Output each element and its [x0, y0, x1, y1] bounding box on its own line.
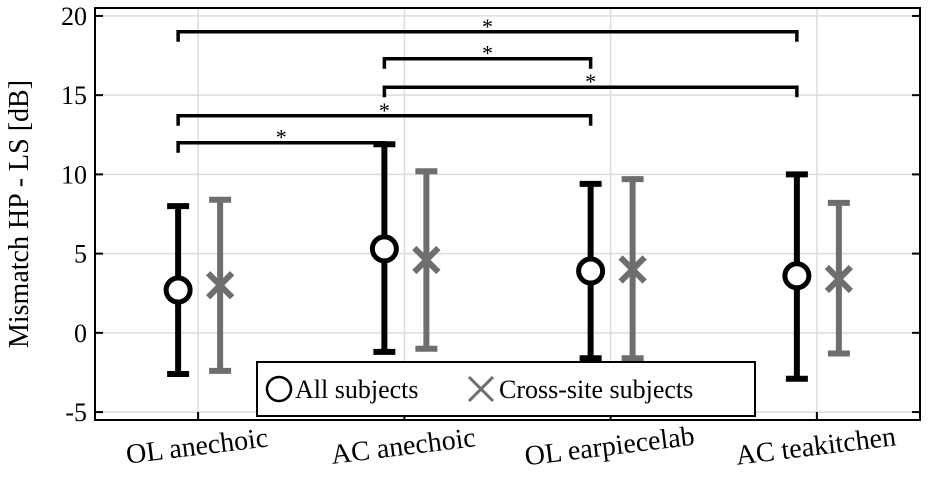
significance-star: * — [585, 69, 596, 94]
y-axis-ticks: 20 15 10 5 0 -5 — [61, 2, 920, 427]
data-point-circle — [576, 256, 606, 286]
data-point-circle — [163, 275, 193, 305]
significance-bracket — [176, 30, 799, 42]
data-point-x — [618, 255, 647, 284]
significance-brackets: ***** — [176, 14, 799, 153]
legend-label-all-subjects: All subjects — [295, 375, 419, 404]
data-point-x — [206, 271, 235, 300]
y-tick-label: 0 — [74, 319, 87, 348]
x-category-label: OL anechoic — [124, 422, 269, 470]
data-point-circle — [782, 261, 812, 291]
legend-x-marker-path — [467, 375, 495, 403]
significance-star: * — [482, 14, 493, 39]
y-tick-label: -5 — [65, 398, 87, 427]
x-axis-categories: OL anechoic AC anechoic OL earpiecelab AC t… — [124, 412, 898, 473]
significance-bracket — [382, 85, 799, 98]
x-category-label: AC teakitchen — [734, 421, 898, 471]
significance-bracket — [382, 56, 593, 69]
x-category-label: OL earpiecelab — [523, 421, 696, 473]
data-point-circle — [369, 234, 399, 264]
legend-circle-marker — [265, 375, 293, 403]
legend-box — [256, 361, 756, 417]
legend: All subjects Cross-site subjects — [256, 361, 756, 417]
y-tick-label: 15 — [61, 81, 87, 110]
legend-x-marker — [467, 375, 495, 403]
y-tick-label: 20 — [61, 2, 87, 31]
significance-star: * — [379, 98, 390, 123]
significance-star: * — [482, 41, 493, 66]
y-axis-label: Mismatch HP - LS [dB] — [4, 80, 35, 348]
y-tick-label: 10 — [61, 160, 87, 189]
legend-label-cross-site-subjects: Cross-site subjects — [499, 375, 693, 404]
data-point-x — [824, 264, 853, 294]
significance-bracket — [176, 114, 593, 126]
data-point-x — [412, 245, 441, 275]
data-marks — [163, 141, 853, 382]
significance-star: * — [276, 125, 287, 150]
y-tick-label: 5 — [74, 240, 87, 269]
x-category-label: AC anechoic — [329, 422, 477, 470]
plot-frame — [94, 7, 921, 421]
